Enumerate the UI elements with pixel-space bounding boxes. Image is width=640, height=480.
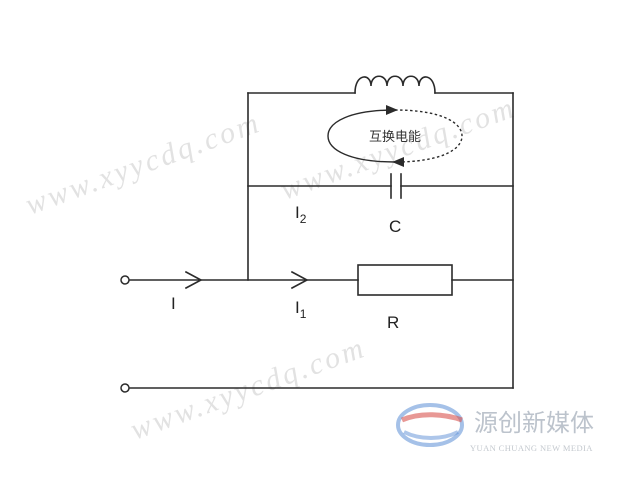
- loop-dotted-arc: [394, 109, 463, 163]
- label-current-total: I: [171, 294, 176, 313]
- brand-logo-icon: [396, 403, 464, 447]
- input-terminal-top: [120, 275, 130, 285]
- label-capacitor: C: [389, 217, 401, 236]
- watermark-text-1: www.xyycdq.com: [21, 106, 265, 222]
- energy-exchange-label: 互换电能: [369, 130, 421, 145]
- input-terminal-bottom: [120, 383, 130, 393]
- capacitor-symbol: [390, 173, 402, 199]
- label-current-branch2: I2: [295, 203, 307, 226]
- brand-logo: 源创新媒体 YUAN CHUANG NEW MEDIA: [396, 403, 594, 453]
- watermark-text-2: www.xyycdq.com: [276, 91, 520, 207]
- resistor-body: [357, 264, 453, 296]
- loop-arrow-top: [386, 105, 398, 115]
- loop-arrow-bottom: [392, 157, 404, 167]
- brand-name-en: YUAN CHUANG NEW MEDIA: [470, 443, 593, 453]
- label-current-branch1: I1: [295, 298, 307, 321]
- brand-name-cn: 源创新媒体: [474, 409, 594, 437]
- arrow-current-total: [184, 270, 203, 290]
- arrow-current-branch1: [290, 270, 309, 290]
- watermark-group: www.xyycdq.com www.xyycdq.com www.xyycdq…: [21, 91, 520, 447]
- inductor-coil: [354, 75, 436, 94]
- label-resistor: R: [387, 313, 399, 332]
- energy-exchange-loop: 互换电能: [327, 105, 463, 167]
- wires: [128, 92, 514, 389]
- loop-solid-arc: [327, 109, 396, 163]
